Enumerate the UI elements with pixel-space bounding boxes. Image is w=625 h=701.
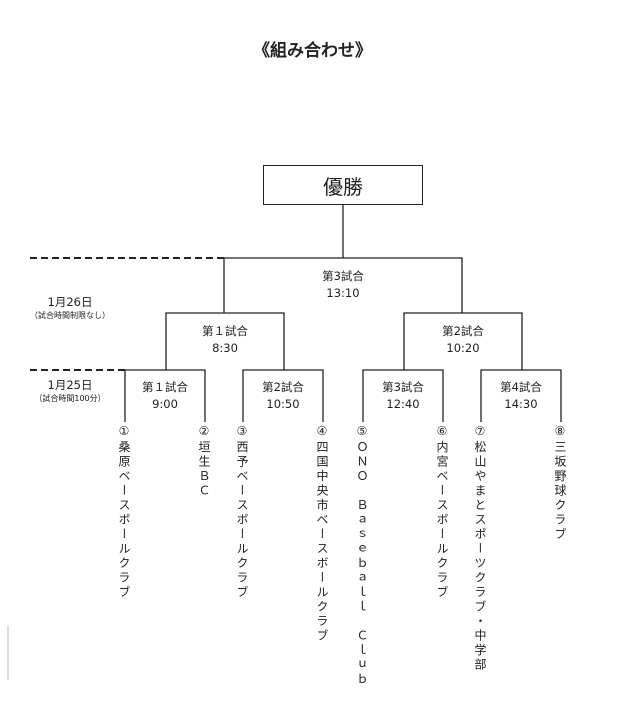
team-1: ①桑原ベースボールクラブ xyxy=(117,424,131,600)
match-time: 9:00 xyxy=(152,397,178,411)
match-time: 10:20 xyxy=(446,341,480,355)
round1-match2-bracket xyxy=(242,369,324,422)
team-4: ④四国中央市ベースボールクラブ xyxy=(315,424,329,644)
semi1-bracket xyxy=(165,312,285,370)
date-day1: 1月25日 （試合時間100分） xyxy=(20,377,120,404)
team-5: ⑤ＯＮＯ Ｂａｓｅｂａｌｌ Ｃｌｕｂ xyxy=(355,424,369,687)
final-bracket xyxy=(223,257,463,313)
date-note: （試合時間制限なし） xyxy=(30,311,110,320)
match-time: 14:30 xyxy=(504,397,538,411)
round1-match3-bracket xyxy=(362,369,444,422)
round1-match-2: 第2試合 10:50 xyxy=(233,379,333,413)
match-label: 第１試合 xyxy=(202,324,248,338)
round1-match-1: 第１試合 9:00 xyxy=(115,379,215,413)
match-label: 第2試合 xyxy=(262,380,304,394)
semi2-bracket xyxy=(403,312,523,370)
page-title: 《組み合わせ》 xyxy=(253,41,372,61)
final-match: 第3試合 13:10 xyxy=(293,268,393,302)
round1-match-3: 第3試合 12:40 xyxy=(353,379,453,413)
date-note: （試合時間100分） xyxy=(34,394,106,403)
team-8: ⑧三坂野球クラブ xyxy=(553,424,567,542)
match-label: 第2試合 xyxy=(442,324,484,338)
match-time: 10:50 xyxy=(266,397,300,411)
date-day2: 1月26日 （試合時間制限なし） xyxy=(20,294,120,321)
match-time: 12:40 xyxy=(386,397,420,411)
team-3: ③西予ベースボールクラブ xyxy=(235,424,249,600)
team-2: ②垣生ＢＣ xyxy=(197,424,211,499)
team-7: ⑦松山やまとスポーツクラブ・中学部 xyxy=(473,424,487,673)
match-label: 第3試合 xyxy=(382,380,424,394)
date-label: 1月25日 xyxy=(47,378,93,392)
match-label: 第１試合 xyxy=(142,380,188,394)
match-label: 第3試合 xyxy=(322,269,364,283)
semi-match-2: 第2試合 10:20 xyxy=(413,323,513,357)
match-time: 8:30 xyxy=(212,341,238,355)
date-label: 1月26日 xyxy=(47,295,93,309)
semi-match-1: 第１試合 8:30 xyxy=(175,323,275,357)
round1-match4-bracket xyxy=(480,369,562,422)
round1-match-4: 第4試合 14:30 xyxy=(471,379,571,413)
match-time: 13:10 xyxy=(326,286,360,300)
team-6: ⑥内宮ベースボールクラブ xyxy=(435,424,449,600)
match-label: 第4試合 xyxy=(500,380,542,394)
round1-match1-bracket xyxy=(124,369,206,422)
